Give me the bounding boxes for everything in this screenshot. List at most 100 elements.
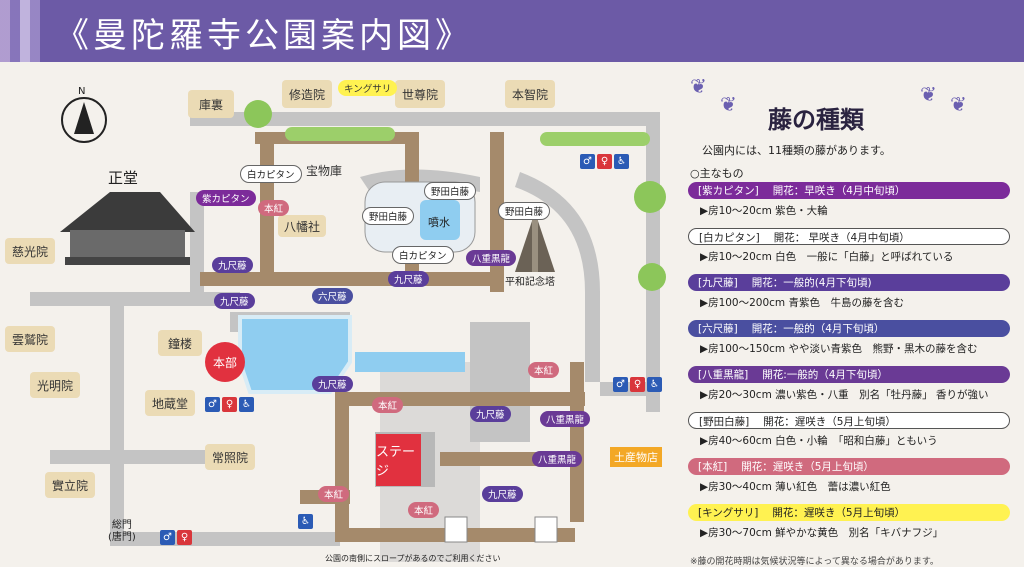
variety-description: ▶房10～20cm 紫色・大輪 xyxy=(700,205,828,217)
male-restroom-icon: ♂ xyxy=(613,377,628,392)
variety-description: ▶房30～70cm 鮮やかな黄色 別名「キバナフジ」 xyxy=(700,527,944,539)
kuri-building: 庫裏 xyxy=(188,90,234,118)
tag-yaekokuryu: 八重黒龍 xyxy=(540,411,591,427)
male-restroom-icon: ♂ xyxy=(160,530,175,545)
tag-kushaku: 九尺藤 xyxy=(470,406,511,422)
shoro-building: 鐘楼 xyxy=(158,330,202,356)
variety-bloom: 開花：遅咲き（5月上旬頃） xyxy=(763,416,896,428)
variety-row: [キングサリ]開花：遅咲き（5月上旬頃） ▶房30～70cm 鮮やかな黄色 別名「… xyxy=(688,504,1010,540)
wisteria-icon: ❦ xyxy=(720,92,737,116)
legend-note: ※藤の開花時期は気候状況等によって異なる場合があります。 xyxy=(690,557,939,567)
restroom-north: ♂♀♿ xyxy=(580,154,629,169)
variety-row: [紫カピタン] 開花：早咲き（4月中旬頃） ▶房10～20cm 紫色・大輪 xyxy=(688,182,1010,218)
tag-yaekokuryu: 八重黒龍 xyxy=(532,451,583,467)
variety-header: [本紅] 開花：遅咲き（5月上旬頃） xyxy=(688,458,1010,475)
variety-row: [九尺藤] 開花：一般的(4月下旬頃) ▶房100～200cm 青紫色 牛島の藤を含… xyxy=(688,274,1010,310)
tag-kushaku: 九尺藤 xyxy=(312,376,353,392)
tag-noda: 野田白藤 xyxy=(498,202,551,220)
joshoin-building: 常照院 xyxy=(205,444,255,470)
tag-honbeni: 本紅 xyxy=(258,200,290,216)
tag-noda: 野田白藤 xyxy=(362,207,415,225)
jitsuryuin-building: 實立院 xyxy=(45,472,95,498)
tag-kushaku: 九尺藤 xyxy=(214,293,255,309)
wheelchair-icon: ♿ xyxy=(298,514,313,529)
tag-yaekokuryu: 八重黒龍 xyxy=(466,250,517,266)
restroom-gate: ♂♀ xyxy=(160,530,192,545)
variety-header: [紫カピタン] 開花：早咲き（4月中旬頃） xyxy=(688,182,1010,199)
female-restroom-icon: ♀ xyxy=(177,530,192,545)
female-restroom-icon: ♀ xyxy=(222,397,237,412)
tag-shirokapitan: 白カピタン xyxy=(240,165,302,183)
variety-name: [白カピタン] xyxy=(699,232,760,244)
female-restroom-icon: ♀ xyxy=(597,154,612,169)
header-mosaic xyxy=(0,0,40,62)
header-bar: 《曼陀羅寺公園案内図》 xyxy=(0,0,1024,62)
slope-note: 公園の南側にスロープがあるのでご利用ください xyxy=(325,554,501,563)
stage: ステージ xyxy=(376,434,421,486)
tag-murasakikapitan: 紫カピタン xyxy=(196,190,256,206)
variety-header: [白カピタン] 開花： 早咲き（4月中旬頃） xyxy=(688,228,1010,245)
variety-header: [六尺藤]開花：一般的（4月下旬頃） xyxy=(688,320,1010,337)
male-restroom-icon: ♂ xyxy=(205,397,220,412)
variety-bloom: 開花:一般的（4月下旬頃） xyxy=(762,369,888,381)
variety-name: [キングサリ] xyxy=(698,507,759,519)
tag-kushaku: 九尺藤 xyxy=(212,257,253,273)
souvenir-shop: 土産物店 xyxy=(610,447,662,467)
variety-bloom: 開花：遅咲き（5月上旬頃） xyxy=(741,461,874,473)
wheelchair-south: ♿ xyxy=(298,514,313,529)
tag-kushaku: 九尺藤 xyxy=(388,271,429,287)
tag-kushaku: 九尺藤 xyxy=(482,486,523,502)
legend-subtitle: ○主なもの xyxy=(690,167,744,180)
wisteria-icon: ❦ xyxy=(690,74,707,98)
hoomotsuko-building: 宝物庫 xyxy=(305,163,342,178)
wheelchair-icon: ♿ xyxy=(647,377,662,392)
wisteria-legend: ❦ ❦ ❦ ❦ 藤の種類 公園内には、11種類の藤があります。 ○主なもの [紫… xyxy=(680,62,1024,567)
wisteria-icon: ❦ xyxy=(920,82,937,106)
restroom-east: ♂♀♿ xyxy=(613,377,662,392)
variety-description: ▶房10～20cm 白色 一般に「白藤」と呼ばれている xyxy=(700,251,954,263)
variety-description: ▶房30～40cm 薄い紅色 蕾は濃い紅色 xyxy=(700,481,891,493)
tag-honbeni: 本紅 xyxy=(528,362,560,378)
variety-bloom: 開花：一般的(4月下旬頃) xyxy=(751,277,872,289)
variety-row: [白カピタン] 開花： 早咲き（4月中旬頃） ▶房10～20cm 白色 一般に「白藤… xyxy=(688,228,1010,264)
variety-name: [野田白藤] xyxy=(699,416,750,428)
variety-description: ▶房40～60cm 白色・小輪 「昭和白藤」ともいう xyxy=(700,435,938,447)
tag-noda: 野田白藤 xyxy=(424,182,477,200)
tag-honbeni: 本紅 xyxy=(318,486,350,502)
tag-rokushaku: 六尺藤 xyxy=(312,288,353,304)
sesonin-building: 世尊院 xyxy=(395,80,445,108)
variety-header: [九尺藤] 開花：一般的(4月下旬頃) xyxy=(688,274,1010,291)
wisteria-icon: ❦ xyxy=(950,92,967,116)
hachimansha-building: 八幡社 xyxy=(278,215,326,237)
heiwakinento-label: 平和記念塔 xyxy=(505,277,555,288)
variety-description: ▶房100～150cm やや淡い青紫色 熊野・黒木の藤を含む xyxy=(700,343,978,355)
variety-description: ▶房20～30cm 濃い紫色・八重 別名「牡丹藤」 香りが強い xyxy=(700,389,989,401)
honbu-marker: 本部 xyxy=(205,342,245,382)
shuzoin-building: 修造院 xyxy=(282,80,332,108)
variety-name: [本紅] xyxy=(698,461,728,473)
jikoin-building: 慈光院 xyxy=(5,238,55,264)
variety-name: [八重黒龍] xyxy=(698,369,749,381)
variety-name: [九尺藤] xyxy=(698,277,738,289)
tag-shirokapitan: 白カピタン xyxy=(392,246,454,264)
wheelchair-icon: ♿ xyxy=(614,154,629,169)
tag-kingsari: キングサリ xyxy=(338,80,398,96)
variety-description: ▶房100～200cm 青紫色 牛島の藤を含む xyxy=(700,297,904,309)
variety-bloom: 開花： 早咲き（4月中旬頃） xyxy=(773,232,910,244)
komyoin-building: 光明院 xyxy=(30,372,80,398)
variety-name: [紫カピタン] xyxy=(698,185,759,197)
park-map: N 正堂 庫裏 修造院 世尊院 本智院 宝物庫 八幡社 慈光院 雲鷲院 光明院 … xyxy=(0,62,680,565)
variety-row: [本紅] 開花：遅咲き（5月上旬頃） ▶房30～40cm 薄い紅色 蕾は濃い紅色 xyxy=(688,458,1010,494)
variety-row: [野田白藤] 開花：遅咲き（5月上旬頃） ▶房40～60cm 白色・小輪 「昭和白藤… xyxy=(688,412,1010,448)
variety-bloom: 開花：早咲き（4月中旬頃） xyxy=(772,185,906,197)
variety-header: [野田白藤] 開花：遅咲き（5月上旬頃） xyxy=(688,412,1010,429)
tag-honbeni: 本紅 xyxy=(408,502,440,518)
somon-label: 総門 (唐門) xyxy=(108,520,136,543)
jizodo-building: 地蔵堂 xyxy=(145,390,195,416)
shodo-label: 正堂 xyxy=(108,169,139,187)
restroom-west: ♂♀♿ xyxy=(205,397,254,412)
tag-honbeni: 本紅 xyxy=(372,397,404,413)
variety-bloom: 開花：一般的（4月下旬頃） xyxy=(751,323,885,335)
variety-row: [八重黒龍] 開花:一般的（4月下旬頃） ▶房20～30cm 濃い紫色・八重 別名「… xyxy=(688,366,1010,402)
variety-header: [キングサリ]開花：遅咲き（5月上旬頃） xyxy=(688,504,1010,521)
